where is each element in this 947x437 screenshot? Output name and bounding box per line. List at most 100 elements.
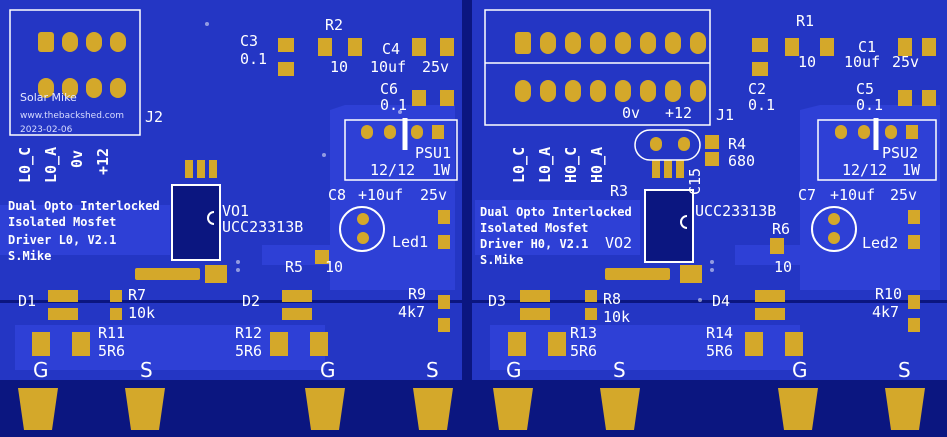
- r10-value: 4k7: [872, 303, 900, 321]
- desc-line-2: Isolated Mosfet: [8, 215, 117, 229]
- c6-label: C6: [380, 80, 399, 98]
- d4-label: D4: [712, 292, 731, 310]
- ic1-part: UCC23313B: [222, 218, 304, 236]
- led2-label: Led2: [862, 234, 899, 252]
- vo2-body: [644, 189, 694, 263]
- left-hv-region: [262, 105, 455, 290]
- c3-value: 0.1: [240, 50, 268, 68]
- terminal-s2: S: [426, 358, 439, 382]
- board-divider: [462, 0, 472, 437]
- pin-label-5: L0_C: [510, 146, 528, 183]
- r12-label: R12: [235, 324, 263, 342]
- r11-value: 5R6: [98, 342, 126, 360]
- vo1-label: VO1: [222, 202, 250, 220]
- c4-value: 10uf: [370, 58, 407, 76]
- pin-label-3: 0v: [68, 149, 86, 168]
- d3-label: D3: [488, 292, 507, 310]
- c1-value: 10uf: [844, 53, 881, 71]
- desc-line-4: S.Mike: [8, 249, 52, 263]
- r5-value: 10: [325, 258, 344, 276]
- terminal-g4: G: [792, 358, 808, 382]
- j1-label: J1: [716, 106, 735, 124]
- psu2-value: 12/12: [842, 161, 888, 179]
- r14-label: R14: [706, 324, 734, 342]
- right-smd-pads: [508, 38, 936, 356]
- r9-label: R9: [408, 285, 427, 303]
- c2-value: 0.1: [748, 96, 776, 114]
- r4-label: R4: [728, 135, 747, 153]
- r6-value: 10: [774, 258, 793, 276]
- terminal-s4: S: [898, 358, 911, 382]
- terminal-tabs: [18, 388, 925, 430]
- right-hv-region: [735, 105, 940, 290]
- r2-label: R2: [325, 16, 344, 34]
- c8-label: C8: [328, 186, 347, 204]
- c8-voltage: 25v: [420, 186, 448, 204]
- psu1-watts: 1W: [432, 161, 451, 179]
- d2-label: D2: [242, 292, 261, 310]
- c7-value: +10uf: [830, 186, 876, 204]
- j1-outline: [484, 9, 711, 126]
- vo2-label: VO2: [605, 234, 633, 252]
- vo1-body: [171, 184, 221, 261]
- psu2-label: PSU2: [882, 144, 919, 162]
- terminal-s1: S: [140, 358, 153, 382]
- j2-label: J2: [145, 108, 164, 126]
- r3-label: R3: [610, 182, 629, 200]
- r2-value: 10: [330, 58, 349, 76]
- c5-label: C5: [856, 80, 875, 98]
- terminal-g2: G: [320, 358, 336, 382]
- r11-label: R11: [98, 324, 126, 342]
- desc2-line-1: Dual Opto Interlocked: [480, 205, 632, 219]
- pin-label-6: L0_A: [536, 146, 554, 183]
- r1-label: R1: [796, 12, 815, 30]
- terminal-g3: G: [506, 358, 522, 382]
- led1-outline: [339, 206, 385, 252]
- r10-label: R10: [875, 285, 903, 303]
- psu1-value: 12/12: [370, 161, 416, 179]
- led2-outline: [811, 206, 857, 252]
- j2-outline: [9, 9, 141, 136]
- desc2-line-4: S.Mike: [480, 253, 524, 267]
- c3-label: C3: [240, 32, 259, 50]
- ic2-part: UCC23313B: [695, 202, 777, 220]
- r13-value: 5R6: [570, 342, 598, 360]
- c7-label: C7: [798, 186, 817, 204]
- desc2-line-3: Driver H0, V2.1: [480, 237, 589, 251]
- psu1-outline: [344, 119, 458, 181]
- c4-voltage: 25v: [422, 58, 450, 76]
- desc-line-3: Driver L0, V2.1: [8, 233, 117, 247]
- r8-label: R8: [603, 290, 622, 308]
- c1-voltage: 25v: [892, 53, 920, 71]
- pin-label-1: L0_C: [16, 146, 34, 183]
- j2-pins: [38, 32, 126, 98]
- watermark-date: 2023-02-06: [20, 125, 73, 135]
- j1-12v-label: +12: [665, 104, 693, 122]
- watermark-name: Solar Mike: [20, 91, 77, 104]
- desc-line-1: Dual Opto Interlocked: [8, 199, 160, 213]
- psu2-watts: 1W: [902, 161, 921, 179]
- j1-pins: [515, 32, 706, 102]
- c4-label: C4: [382, 40, 401, 58]
- r14-value: 5R6: [706, 342, 734, 360]
- pin-label-8: H0_A: [588, 146, 606, 183]
- r5-label: R5: [285, 258, 304, 276]
- r7-value: 10k: [128, 304, 156, 322]
- watermark-site: www.thebackshed.com: [20, 111, 125, 121]
- r13-label: R13: [570, 324, 598, 342]
- left-smd-pads: [32, 38, 454, 356]
- pin-label-4: +12: [94, 147, 112, 175]
- r12-value: 5R6: [235, 342, 263, 360]
- c15-label: C15: [686, 167, 704, 195]
- pin-label-2: L0_A: [42, 146, 60, 183]
- terminal-s3: S: [613, 358, 626, 382]
- r1-value: 10: [798, 53, 817, 71]
- r8-value: 10k: [603, 308, 631, 326]
- desc2-line-2: Isolated Mosfet: [480, 221, 589, 235]
- r9-value: 4k7: [398, 303, 426, 321]
- terminal-g1: G: [33, 358, 49, 382]
- j1-0v-label: 0v: [622, 104, 641, 122]
- c1-label: C1: [858, 38, 877, 56]
